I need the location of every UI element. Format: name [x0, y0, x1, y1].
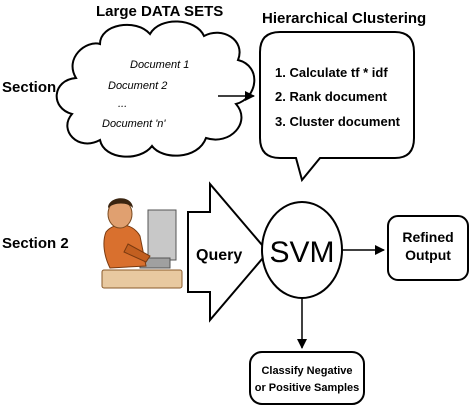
- section-1-label: Section 1: [2, 79, 69, 96]
- query-arrow-shape: [187, 181, 270, 323]
- clustering-step-3: 3. Cluster document: [275, 114, 401, 129]
- cloud-document-2: Document 2: [108, 80, 167, 92]
- clustering-step-2: 2. Rank document: [275, 89, 388, 104]
- clustering-title: Hierarchical Clustering: [262, 10, 426, 27]
- refined-output-line2: Output: [405, 247, 451, 263]
- cloud-ellipsis: ...: [118, 98, 127, 110]
- clustering-step-1: 1. Calculate tf * idf: [275, 65, 388, 80]
- refined-output-box: [387, 215, 469, 281]
- clustering-bubble: [259, 31, 415, 183]
- data-cloud-shape: [55, 20, 256, 158]
- classify-line2: or Positive Samples: [255, 382, 360, 394]
- classify-box: [249, 351, 365, 405]
- query-label: Query: [196, 247, 242, 264]
- section-2-label: Section 2: [2, 235, 69, 252]
- person-at-computer-icon: [101, 198, 183, 289]
- svm-label: SVM: [269, 236, 334, 269]
- cloud-document-n: Document 'n': [102, 118, 166, 130]
- classify-line1: Classify Negative: [261, 365, 352, 377]
- cloud-title: Large DATA SETS: [96, 3, 223, 20]
- cloud-document-1: Document 1: [130, 59, 189, 71]
- refined-output-line1: Refined: [402, 229, 453, 245]
